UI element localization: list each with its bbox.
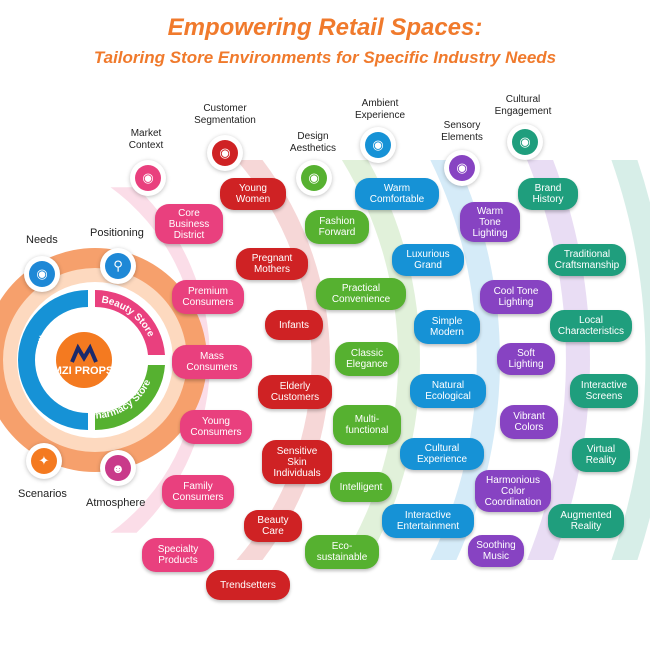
item-pill: Augmented Reality xyxy=(548,504,624,538)
arc-band xyxy=(110,187,210,533)
item-pill: Trendsetters xyxy=(206,570,290,600)
item-pill: Fashion Forward xyxy=(305,210,369,244)
item-pill: Brand History xyxy=(518,178,578,210)
item-pill: Soothing Music xyxy=(468,535,524,567)
column-header: Design Aesthetics xyxy=(289,131,337,154)
column-header: Cultural Engagement xyxy=(494,94,552,117)
logo-mark xyxy=(70,343,98,363)
head-icon: ◉ xyxy=(444,150,480,186)
page-subtitle: Tailoring Store Environments for Specifi… xyxy=(93,48,557,67)
pharmacy-store-segment xyxy=(95,365,165,431)
column-header: Customer Segmentation xyxy=(194,103,256,126)
item-pill: Premium Consumers xyxy=(172,280,244,314)
item-pill: Virtual Reality xyxy=(572,438,630,472)
beauty-store-segment xyxy=(95,289,165,355)
item-pill: Natural Ecological xyxy=(410,374,486,408)
page-title: Empowering Retail Spaces: xyxy=(167,14,483,41)
logo-text: MZI PROPS xyxy=(52,365,114,377)
item-pill: Practical Convenience xyxy=(316,278,406,310)
item-pill: Warm Tone Lighting xyxy=(460,202,520,242)
user-shield-icon: ◉ xyxy=(24,256,60,292)
sparkle-icon: ✦ xyxy=(26,443,62,479)
hands-icon: ◉ xyxy=(507,124,543,160)
item-pill: Luxurious Grand xyxy=(392,244,464,276)
person-icon: ☻ xyxy=(100,450,136,486)
people-icon: ◉ xyxy=(207,135,243,171)
item-pill: Interactive Screens xyxy=(570,374,638,408)
column-header: Sensory Elements xyxy=(441,120,483,143)
item-pill: Simple Modern xyxy=(414,310,480,344)
item-pill: Sensitive Skin Individuals xyxy=(262,440,332,484)
lamp-icon: ◉ xyxy=(360,127,396,163)
item-pill: Specialty Products xyxy=(142,538,214,572)
item-pill: Harmonious Color Coordination xyxy=(475,470,551,512)
mom-baby-store-segment xyxy=(18,290,88,430)
item-pill: Cultural Experience xyxy=(400,438,484,470)
target-icon: ◉ xyxy=(130,160,166,196)
column-header: Ambient Experience xyxy=(354,98,406,121)
item-pill: Traditional Craftsmanship xyxy=(548,244,626,276)
column-header: Market Context xyxy=(128,128,164,151)
item-pill: Pregnant Mothers xyxy=(236,248,308,280)
item-pill: Core Business District xyxy=(155,204,223,244)
item-pill: Intelligent xyxy=(330,472,392,502)
item-pill: Warm Comfortable xyxy=(355,178,439,210)
item-pill: Beauty Care xyxy=(244,510,302,542)
item-pill: Family Consumers xyxy=(162,475,234,509)
item-pill: Local Characteristics xyxy=(550,310,632,342)
item-pill: Cool Tone Lighting xyxy=(480,280,552,314)
item-pill: Interactive Entertainment xyxy=(382,504,474,538)
quadrant-label-needs: Needs xyxy=(26,234,58,246)
quadrant-label-positioning: Positioning xyxy=(90,227,144,239)
item-pill: Young Consumers xyxy=(180,410,252,444)
arc-band xyxy=(611,160,650,560)
quadrant-label-atmosphere: Atmosphere xyxy=(86,497,146,509)
item-pill: Young Women xyxy=(220,178,286,210)
item-pill: Soft Lighting xyxy=(497,343,555,375)
item-pill: Eco- sustainable xyxy=(305,535,379,569)
location-pin-icon: ⚲ xyxy=(100,248,136,284)
item-pill: Vibrant Colors xyxy=(500,405,558,439)
quadrant-label-scenarios: Scenarios xyxy=(18,488,67,500)
map-icon: ◉ xyxy=(296,160,332,196)
item-pill: Elderly Customers xyxy=(258,375,332,409)
item-pill: Infants xyxy=(265,310,323,340)
item-pill: Multi- functional xyxy=(333,405,401,445)
item-pill: Mass Consumers xyxy=(172,345,252,379)
item-pill: Classic Elegance xyxy=(335,342,399,376)
